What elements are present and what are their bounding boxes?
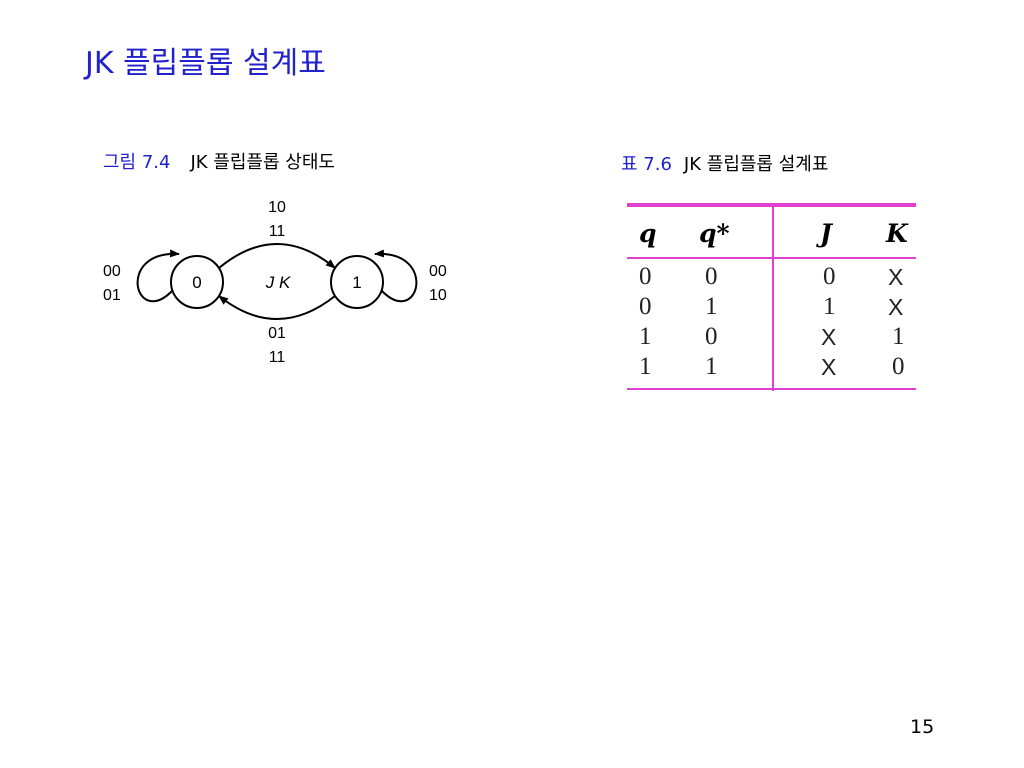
figure-caption-label: 그림 7.4	[103, 152, 171, 173]
table-cell: 0	[823, 263, 836, 290]
table-cell: X	[888, 264, 904, 290]
table-cell: 1	[705, 353, 718, 380]
table-row: 1 1 X 0	[627, 353, 917, 381]
left-loop-label: 00	[103, 263, 121, 280]
table-caption-label: 표 7.6	[621, 154, 672, 175]
column-header: J	[820, 219, 832, 248]
table-bottom-rule	[627, 388, 916, 390]
table-cell: 0	[892, 353, 905, 380]
table-cell: 0	[639, 263, 652, 290]
table-caption: 표 7.6 JK 플립플롭 설계표	[621, 150, 828, 176]
edge-1-to-0	[218, 295, 336, 320]
left-loop-label: 01	[103, 287, 121, 304]
table-caption-text: JK 플립플롭 설계표	[683, 154, 829, 175]
table-cell: X	[821, 354, 837, 380]
table-divider	[772, 207, 774, 391]
self-loop-1	[374, 249, 418, 303]
table-cell: 1	[823, 293, 836, 320]
table-cell: 0	[639, 293, 652, 320]
bottom-edge-label: 01	[268, 325, 286, 342]
table-row: 0 1 1 X	[627, 293, 917, 321]
table-cell: X	[888, 294, 904, 320]
edge-input-label: J K	[265, 273, 291, 292]
page-number: 15	[910, 716, 935, 738]
table-header-rule	[627, 257, 916, 259]
page-title: JK 플립플롭 설계표	[85, 46, 326, 81]
design-table: q q* J K 0 0 0 X 0 1 1 X 1 0 X 1 1 1 X 0	[627, 203, 917, 391]
bottom-edge-label: 11	[269, 349, 286, 366]
table-row: 0 0 0 X	[627, 263, 917, 291]
edge-0-to-1	[218, 243, 336, 269]
state-label-0: 0	[192, 273, 201, 292]
right-loop-label: 10	[429, 287, 447, 304]
state-label-1: 1	[352, 273, 361, 292]
table-cell: 1	[892, 323, 905, 350]
table-cell: 1	[639, 323, 652, 350]
column-header: q*	[699, 219, 730, 248]
state-node-0	[170, 255, 224, 309]
table-cell: X	[821, 324, 837, 350]
table-cell: 0	[705, 323, 718, 350]
self-loop-0	[136, 249, 180, 303]
state-diagram: 0 1 J K 10 11 01 11 00 01 00 10	[103, 199, 447, 366]
column-header: q	[639, 219, 657, 248]
table-cell: 0	[705, 263, 718, 290]
state-node-1	[330, 255, 384, 309]
column-header: K	[886, 219, 908, 248]
top-edge-label: 10	[268, 199, 286, 216]
right-loop-label: 00	[429, 263, 447, 280]
top-edge-label: 11	[269, 223, 286, 240]
figure-caption: 그림 7.4 JK 플립플롭 상태도	[103, 148, 335, 174]
table-cell: 1	[705, 293, 718, 320]
table-row: 1 0 X 1	[627, 323, 917, 351]
table-cell: 1	[639, 353, 652, 380]
table-top-rule	[627, 203, 916, 207]
figure-caption-text: JK 플립플롭 상태도	[190, 152, 335, 173]
